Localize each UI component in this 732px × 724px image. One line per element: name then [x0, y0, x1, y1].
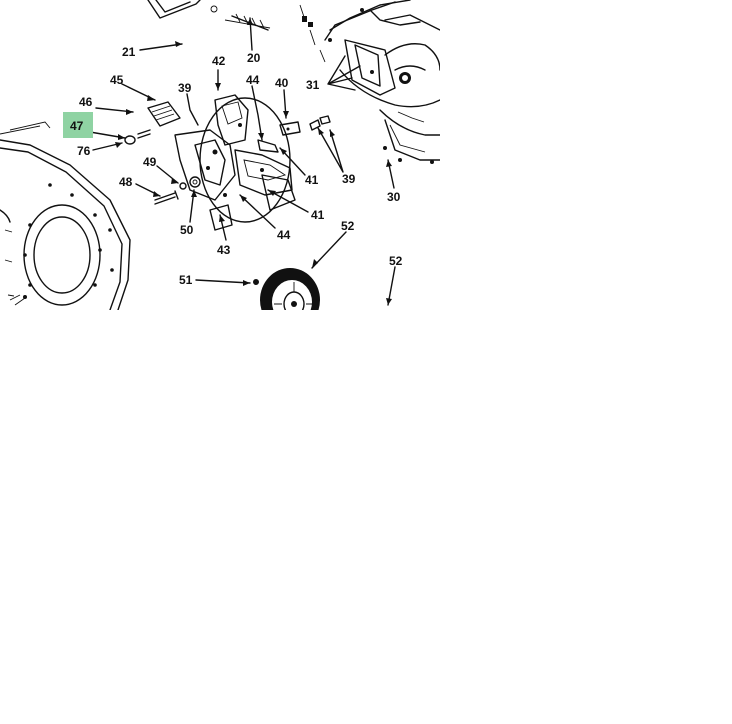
callout-label: 39 [342, 172, 356, 186]
auger-housing [299, 0, 440, 164]
callout-label: 31 [306, 78, 320, 92]
callout-label: 43 [217, 243, 231, 257]
callout-label: 20 [247, 51, 261, 65]
callout-label: 51 [179, 273, 193, 287]
callout-label: 45 [110, 73, 124, 87]
callout-label: 50 [180, 223, 194, 237]
callout-label: 41 [311, 208, 325, 222]
callout-label: 48 [119, 175, 133, 189]
callout-label: 52 [341, 219, 355, 233]
callout-label: 42 [212, 54, 226, 68]
gear-case-assembly [174, 94, 296, 231]
leader-lines [89, 17, 396, 306]
callout-label: 76 [77, 144, 91, 158]
exploded-parts-diagram: 21 20 42 45 39 44 40 31 46 47 76 49 48 4… [0, 0, 440, 310]
callout-labels: 21 20 42 45 39 44 40 31 46 47 76 49 48 4… [70, 45, 403, 287]
callout-label: 30 [387, 190, 401, 204]
highlight-box [63, 112, 93, 138]
frame-side-panel [0, 121, 131, 310]
wheel [260, 268, 320, 310]
handle-fragment-top [147, 0, 271, 31]
callout-label: 52 [389, 254, 403, 268]
callout-label: 44 [277, 228, 291, 242]
callout-label: 21 [122, 45, 136, 59]
callout-label: 40 [275, 76, 289, 90]
callout-label: 44 [246, 73, 260, 87]
callout-label: 49 [143, 155, 157, 169]
callout-label: 41 [305, 173, 319, 187]
hardware-parts [124, 101, 331, 285]
callout-label: 47 [70, 119, 84, 133]
callout-label: 39 [178, 81, 192, 95]
callout-label: 46 [79, 95, 93, 109]
